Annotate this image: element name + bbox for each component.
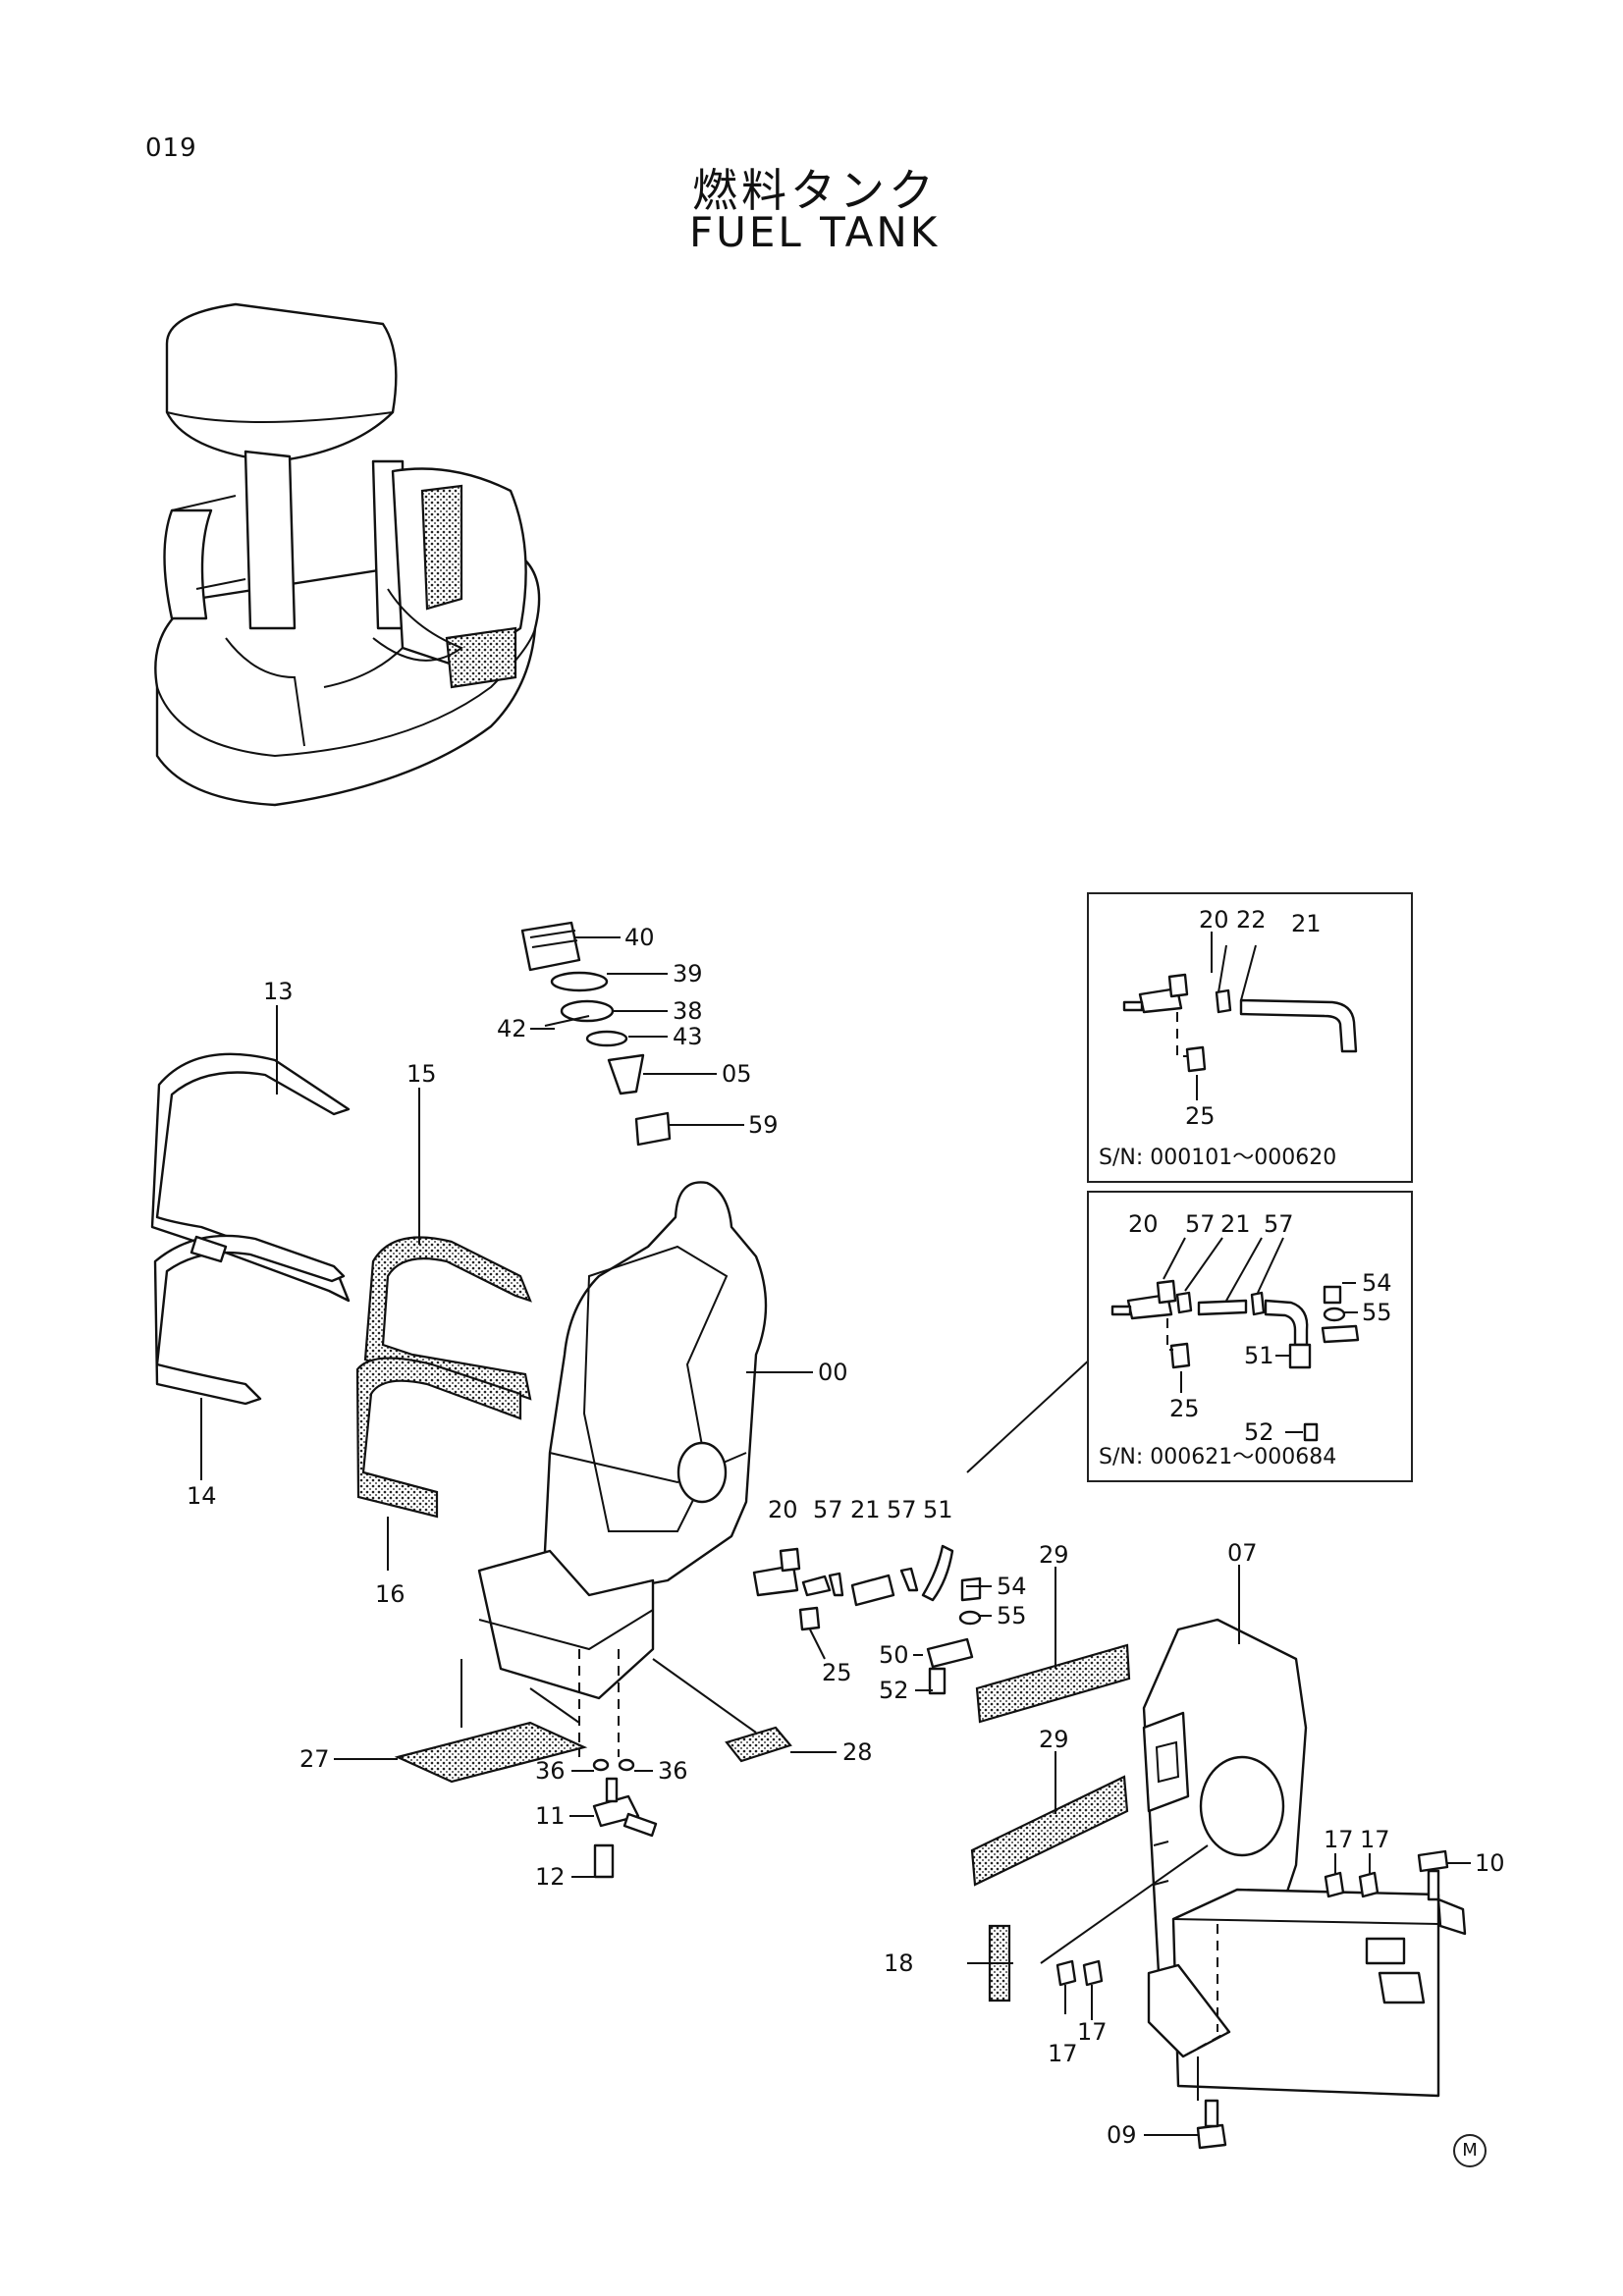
drain-valve-assembly [592, 1758, 658, 1879]
callout-55: 55 [997, 1602, 1027, 1629]
callout-57-a: 57 [813, 1496, 843, 1523]
callout-13: 13 [263, 978, 294, 1005]
callout-43: 43 [673, 1023, 703, 1050]
callout-50: 50 [879, 1641, 909, 1669]
callout-numbers: 40 39 38 43 42 05 59 13 14 15 16 00 27 2… [187, 924, 1505, 2149]
callout-07: 07 [1227, 1539, 1258, 1567]
callout-29-upper: 29 [1039, 1541, 1069, 1569]
callout-14: 14 [187, 1482, 217, 1510]
tank-band-15-16 [355, 1236, 532, 1519]
callout-leader-lines [200, 936, 1471, 2136]
inset-b-serial-range: S/N: 000621～000684 [1099, 1445, 1337, 1469]
callout-10: 10 [1475, 1849, 1505, 1877]
callout-00: 00 [818, 1359, 848, 1386]
fuel-line-fittings [752, 1544, 982, 1695]
inset-b-callout-55: 55 [1362, 1299, 1392, 1326]
title-english: FUEL TANK [689, 208, 941, 256]
callout-36-left: 36 [535, 1757, 566, 1785]
callout-25: 25 [822, 1659, 852, 1686]
inset-b-drawing: 20 57 21 57 54 55 51 25 52 [1110, 1210, 1392, 1446]
callout-17-c: 17 [1048, 2040, 1078, 2067]
callout-27: 27 [299, 1745, 330, 1773]
callout-12: 12 [535, 1863, 566, 1891]
title-japanese: 燃料タンク [692, 164, 938, 217]
callout-17-b: 17 [1360, 1826, 1390, 1853]
inset-b-callout-51: 51 [1244, 1342, 1274, 1369]
fasteners [1055, 1849, 1449, 2150]
callout-20: 20 [768, 1496, 798, 1523]
variant-inset-sn-000621-000684: 20 57 21 57 54 55 51 25 52 S/N: 000621～0… [1087, 1191, 1413, 1482]
machine-overview-illustration [154, 302, 541, 807]
callout-15: 15 [406, 1060, 437, 1088]
callout-16: 16 [375, 1580, 406, 1608]
tank-cover [1040, 1844, 1467, 2098]
callout-11: 11 [535, 1802, 566, 1830]
page-number: 019 [145, 133, 197, 163]
pad-27 [394, 1721, 588, 1784]
callout-28: 28 [842, 1738, 873, 1766]
callout-39: 39 [673, 960, 703, 988]
variant-inset-sn-000101-000620: 20 22 21 25 S/N: 000101～000620 [1087, 892, 1413, 1183]
callout-54: 54 [997, 1573, 1027, 1600]
bracket-07 [1142, 1618, 1308, 1975]
corner-mark-circled: M [1453, 2134, 1487, 2167]
callout-17-d: 17 [1077, 2018, 1108, 2046]
inset-b-callout-25: 25 [1169, 1395, 1200, 1422]
callout-59: 59 [748, 1111, 779, 1139]
seal-strip-29-lower [970, 1775, 1129, 1887]
tank-band-13-14 [150, 1052, 351, 1406]
callout-52: 52 [879, 1677, 909, 1704]
fuel-tank-body [477, 1181, 768, 1757]
inset-b-callout-57-b: 57 [1264, 1210, 1294, 1238]
inset-b-callout-52: 52 [1244, 1418, 1274, 1446]
callout-38: 38 [673, 997, 703, 1025]
callout-51: 51 [923, 1496, 953, 1523]
inset-b-callout-21: 21 [1220, 1210, 1251, 1238]
callout-09: 09 [1107, 2121, 1137, 2149]
seal-strip-29-upper [975, 1643, 1131, 1724]
callout-21: 21 [850, 1496, 881, 1523]
inset-a-serial-range: S/N: 000101～000620 [1099, 1146, 1337, 1170]
inset-a-drawing: 20 22 21 25 [1122, 906, 1358, 1130]
callout-29-lower: 29 [1039, 1726, 1069, 1753]
inset-a-callout-22: 22 [1236, 906, 1267, 934]
pad-28 [725, 1726, 792, 1763]
callout-40: 40 [624, 924, 655, 951]
inset-a-callout-25: 25 [1185, 1102, 1216, 1130]
filler-cap-assembly [520, 921, 672, 1147]
callout-17-a: 17 [1324, 1826, 1354, 1853]
callout-05: 05 [722, 1060, 752, 1088]
inset-leader-line [966, 1357, 1093, 1473]
inset-b-callout-54: 54 [1362, 1269, 1392, 1297]
callout-57-b: 57 [887, 1496, 917, 1523]
inset-a-callout-21: 21 [1291, 910, 1322, 937]
callout-36-right: 36 [658, 1757, 688, 1785]
inset-b-callout-20: 20 [1128, 1210, 1159, 1238]
inset-a-callout-20: 20 [1199, 906, 1229, 934]
callout-18: 18 [884, 1949, 914, 1977]
callout-42: 42 [497, 1015, 527, 1042]
inset-b-callout-57-a: 57 [1185, 1210, 1216, 1238]
